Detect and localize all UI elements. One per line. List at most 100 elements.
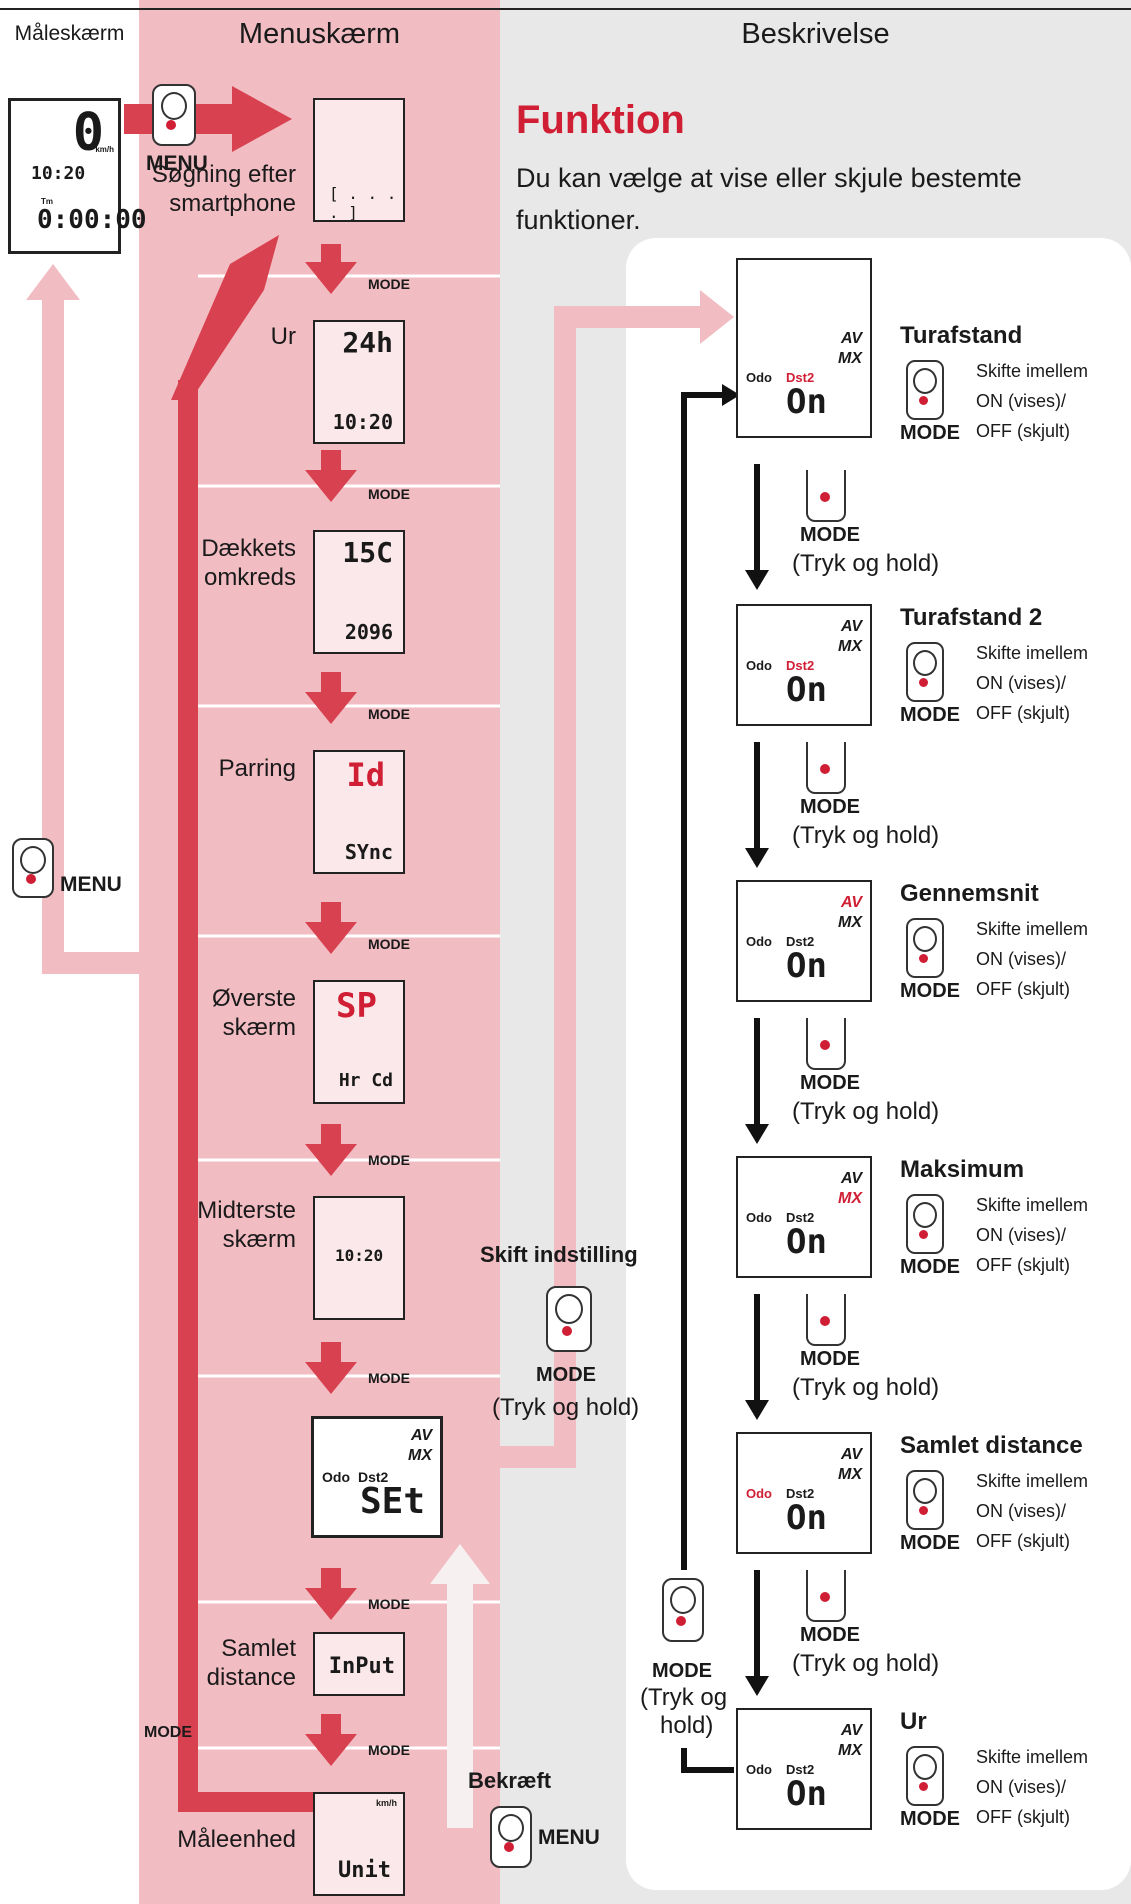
desc-item-mode-button[interactable] — [906, 1194, 944, 1254]
mode-label-1: MODE — [368, 276, 410, 292]
confirm-button[interactable] — [490, 1806, 532, 1868]
confirm-button-label: MENU — [538, 1826, 600, 1849]
lcd-av: AV — [840, 330, 862, 347]
menu-entry-arrow — [124, 86, 292, 152]
desc-item-mode-button[interactable] — [906, 1746, 944, 1806]
device-screen-icon — [20, 846, 46, 874]
menu-button-top-label: MENU — [146, 152, 208, 175]
desc-item-text: Skifte imellem — [976, 1195, 1089, 1215]
button-dot-icon — [820, 1040, 830, 1050]
desc-item-title: Turafstand 2 — [900, 604, 1043, 631]
desc-item-mode-label: MODE — [900, 704, 960, 726]
lcd-mx: MX — [838, 914, 862, 931]
desc-item-mode-button[interactable] — [906, 360, 944, 420]
mode-label-4: MODE — [368, 936, 410, 952]
lcd-odo: Odo — [746, 370, 772, 385]
desc-item-text: Skifte imellem — [976, 919, 1089, 939]
step-mode-label: MODE — [800, 796, 860, 818]
menu-label-total-distance: Samlet distance — [206, 1635, 296, 1691]
lcd-on: On — [786, 1222, 827, 1262]
lcd-tm-label: Tm — [41, 197, 53, 206]
step-mode-button[interactable] — [806, 470, 846, 522]
desc-item-text: OFF (skjult) — [976, 421, 1070, 441]
button-dot-icon — [676, 1616, 686, 1626]
lcd-time: 0:00:00 — [37, 205, 147, 235]
button-dot-icon — [919, 1230, 928, 1239]
device-screen-icon — [913, 368, 937, 394]
menu-button-left[interactable] — [12, 838, 54, 898]
desc-item-text: ON (vises)/ — [976, 673, 1066, 693]
menu-column — [139, 0, 500, 1904]
desc-item-mode-button[interactable] — [906, 1470, 944, 1530]
lcd-av: AV — [840, 1170, 862, 1187]
button-dot-icon — [166, 120, 176, 130]
desc-item-title: Maksimum — [900, 1156, 1025, 1183]
desc-item-text: ON (vises)/ — [976, 1225, 1066, 1245]
header-description: Beskrivelse — [741, 17, 890, 50]
device-screen-icon — [161, 92, 187, 120]
menu-loop-arrow — [171, 235, 315, 1812]
desc-item-mode-button[interactable] — [906, 642, 944, 702]
step-mode-label: MODE — [800, 1624, 860, 1646]
device-screen-icon — [913, 650, 937, 676]
lcd-speed: 0 — [72, 103, 104, 163]
desc-item-mode-label: MODE — [900, 1256, 960, 1278]
button-dot-icon — [820, 1316, 830, 1326]
device-screen-icon — [498, 1814, 524, 1842]
desc-item-text: ON (vises)/ — [976, 949, 1066, 969]
button-dot-icon — [504, 1842, 514, 1852]
lcd-on: On — [786, 946, 827, 986]
desc-item-title: Samlet distance — [900, 1432, 1083, 1459]
step-mode-button[interactable] — [806, 1018, 846, 1070]
menu-label-smartphone: Søgning efter smartphone — [151, 161, 296, 217]
step-mode-label: MODE — [800, 1072, 860, 1094]
menu-button-top[interactable] — [152, 84, 196, 146]
step-mode-button[interactable] — [806, 742, 846, 794]
description-text: Du kan vælge at vise eller skjule bestem… — [516, 163, 1022, 235]
desc-arrow-heads — [722, 384, 769, 1696]
device-screen-icon — [555, 1294, 583, 1324]
mode-label-2: MODE — [368, 486, 410, 502]
desc-item-mode-label: MODE — [900, 422, 960, 444]
button-dot-icon — [919, 1506, 928, 1515]
desc-item-text: OFF (skjult) — [976, 1255, 1070, 1275]
step-hold-label: (Tryk og hold) — [792, 550, 940, 577]
desc-item-text: Skifte imellem — [976, 1471, 1089, 1491]
switch-setting-button[interactable] — [546, 1286, 592, 1352]
button-dot-icon — [820, 492, 830, 502]
menu-label-tire: Dækkets omkreds — [201, 535, 296, 591]
lcd-av: AV — [840, 618, 862, 635]
lcd-mx: MX — [838, 350, 862, 367]
device-screen-icon — [913, 1202, 937, 1228]
mode-label-8: MODE — [368, 1742, 410, 1758]
set-to-desc-arrow — [444, 290, 734, 1468]
menu-label-unit: Måleenhed — [177, 1826, 296, 1853]
loop-hold-2: hold) — [660, 1712, 714, 1739]
button-dot-icon — [919, 954, 928, 963]
lcd-dst2: Dst2 — [786, 1210, 815, 1225]
lcd-odo: Odo — [746, 1762, 772, 1777]
header-top-rule — [0, 8, 1131, 10]
desc-item-text: ON (vises)/ — [976, 391, 1066, 411]
lcd-unit: km/h Unit — [313, 1792, 405, 1896]
lcd-mx: MX — [838, 1190, 862, 1207]
lcd-mx: MX — [838, 1466, 862, 1483]
step-mode-button[interactable] — [806, 1294, 846, 1346]
lcd-total-distance: InPut — [313, 1632, 405, 1696]
desc-item-mode-button[interactable] — [906, 918, 944, 978]
loop-mode-button[interactable] — [662, 1578, 704, 1642]
lcd-on: On — [786, 1498, 827, 1538]
step-mode-button[interactable] — [806, 1570, 846, 1622]
desc-item-mode-label: MODE — [900, 1532, 960, 1554]
step-mode-label: MODE — [800, 1348, 860, 1370]
lcd-middle-screen: 10:20 — [313, 1196, 405, 1320]
device-screen-icon — [913, 1478, 937, 1504]
step-hold-label: (Tryk og hold) — [792, 1374, 940, 1401]
lcd-clock: 10:20 — [31, 163, 86, 184]
description-title: Funktion — [516, 98, 685, 142]
desc-item-text: OFF (skjult) — [976, 1807, 1070, 1827]
